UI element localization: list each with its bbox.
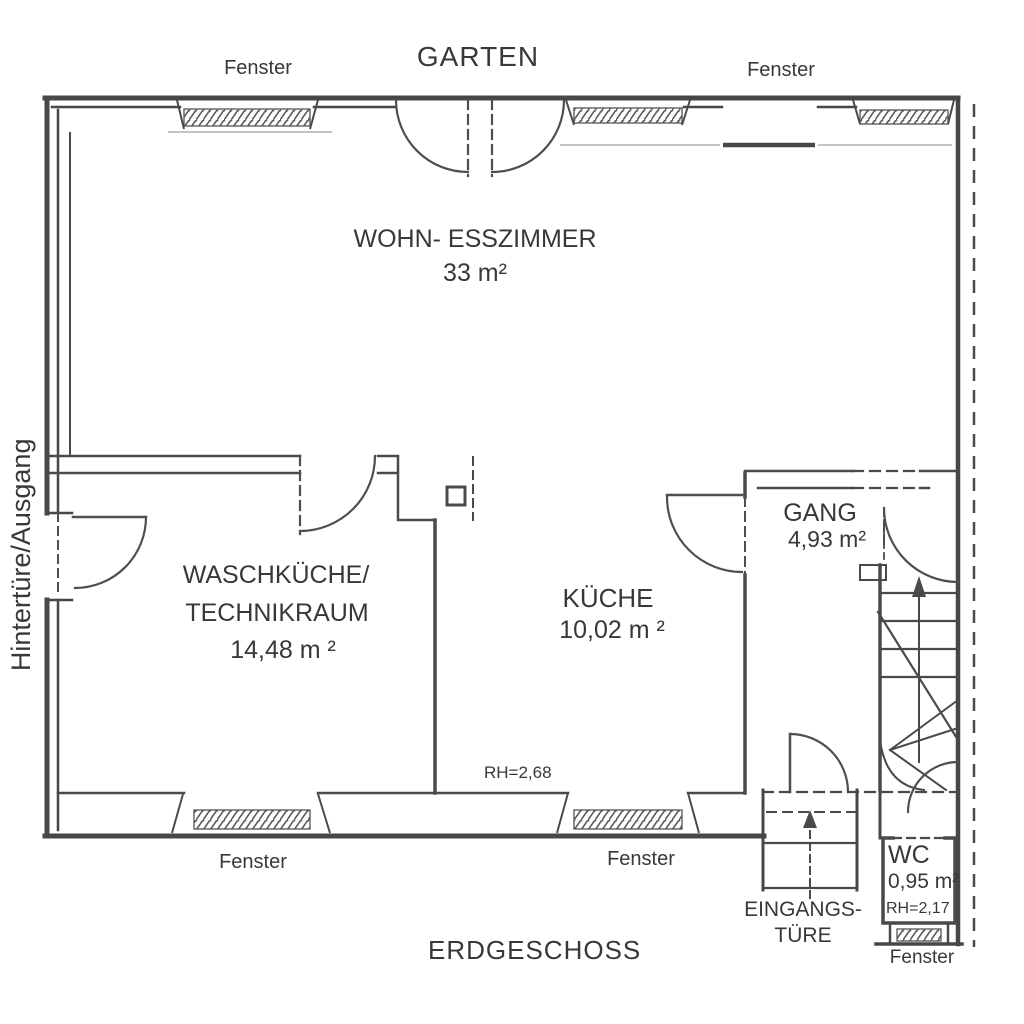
window-label-top-left: Fenster — [224, 57, 292, 79]
entrance-door-label-line2: TÜRE — [774, 924, 832, 947]
window-top-left — [183, 108, 311, 127]
room-area-wc: 0,95 m² — [888, 870, 960, 893]
window-label-wc: Fenster — [889, 947, 955, 968]
room-height-wc: RH=2,17 — [886, 900, 950, 917]
entrance-arrowhead — [803, 810, 817, 828]
room-area-kueche: 10,02 m ² — [559, 616, 665, 644]
wc-door — [906, 760, 960, 814]
entrance-door — [788, 732, 850, 794]
staircase — [859, 519, 960, 792]
garden-label: GARTEN — [416, 41, 540, 72]
window-label-top-right: Fenster — [747, 59, 815, 81]
room-area-waschkueche: 14,48 m ² — [230, 636, 336, 664]
room-label-kueche: KÜCHE — [562, 583, 654, 613]
window-bottom-left — [193, 809, 311, 830]
windows — [168, 99, 955, 942]
room-area-wohn-esszimmer: 33 m² — [443, 259, 507, 287]
entrance-steps — [761, 790, 960, 899]
room-label-waschkueche-line1: WASCHKÜCHE/ — [182, 561, 370, 589]
stairs-up-arrowhead — [912, 576, 926, 597]
room-area-gang: 4,93 m² — [788, 526, 866, 552]
room-label-gang: GANG — [783, 499, 857, 527]
kitchen-door — [665, 493, 746, 576]
window-bottom-middle — [573, 809, 683, 830]
window-wc — [896, 928, 942, 942]
chimney-block — [445, 485, 467, 507]
window-hatching — [183, 107, 949, 942]
window-top-middle — [573, 107, 683, 124]
room-label-wohn-esszimmer: WOHN- ESSZIMMER — [353, 225, 597, 253]
laundry-room-door — [298, 454, 377, 536]
room-label-waschkueche-line2: TECHNIKRAUM — [185, 599, 369, 627]
entrance-door-label-line1: EINGANGS- — [744, 898, 862, 921]
window-top-right — [859, 109, 949, 125]
page-title: ERDGESCHOSS — [428, 935, 642, 965]
doors — [57, 98, 960, 814]
garden-double-door — [394, 98, 566, 178]
window-jambs — [171, 99, 955, 834]
room-label-wc: WC — [888, 841, 930, 869]
interior-walls — [45, 132, 960, 946]
window-sills — [168, 131, 952, 146]
back-door-label: Hintertüre/Ausgang — [6, 438, 37, 672]
back-door — [57, 512, 148, 598]
window-label-bottom-middle: Fenster — [607, 848, 675, 870]
room-height-kueche: RH=2,68 — [484, 763, 552, 782]
window-label-bottom-left: Fenster — [219, 851, 287, 873]
